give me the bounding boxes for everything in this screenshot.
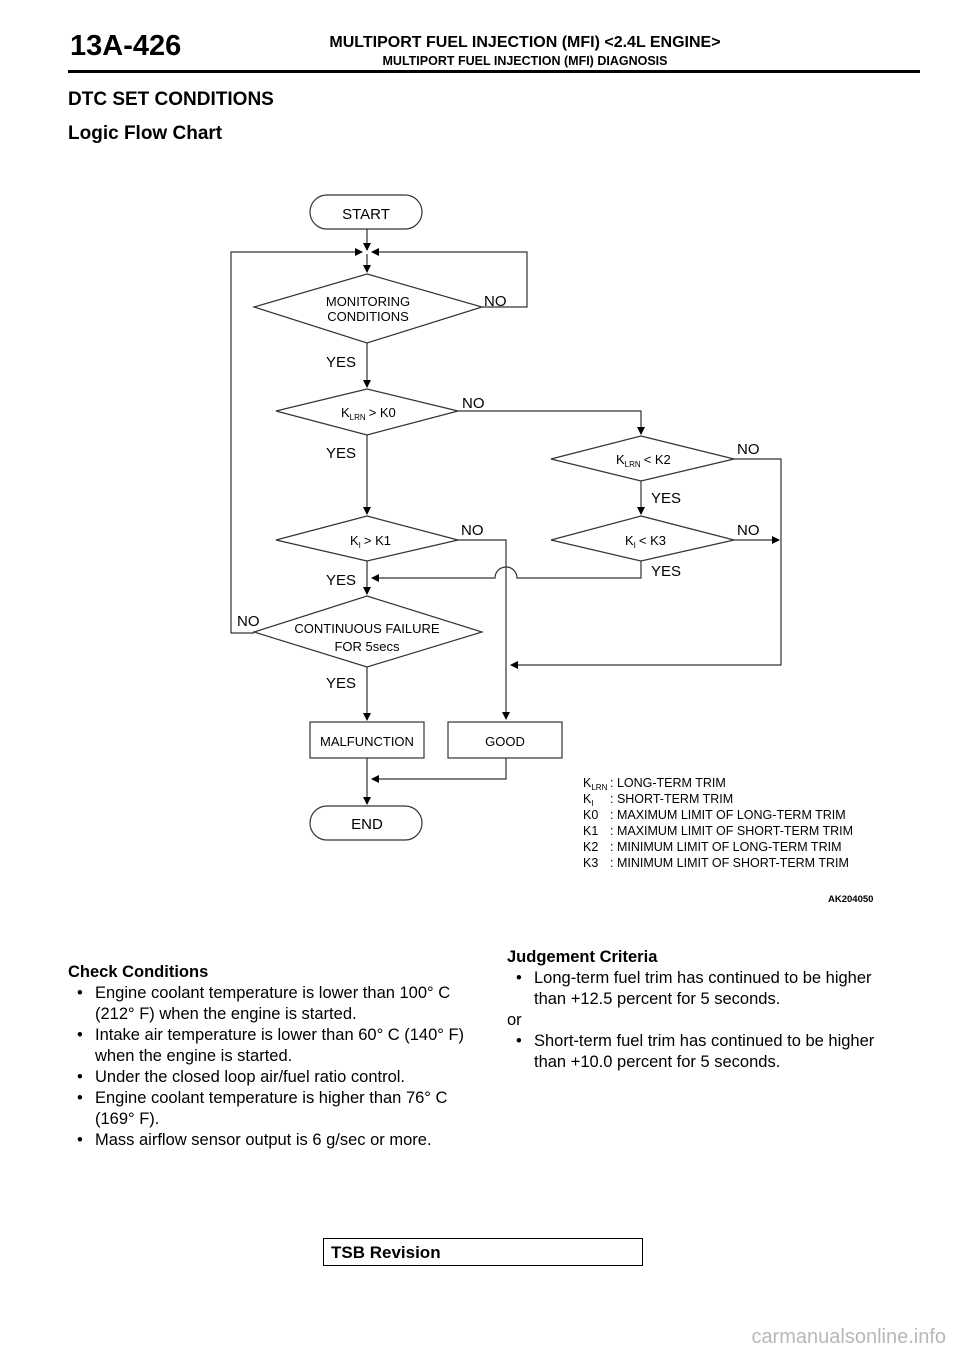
tsb-revision-box: TSB Revision <box>323 1238 643 1266</box>
list-item-text: Engine coolant temperature is lower than… <box>95 984 451 1023</box>
list-item: • Mass airflow sensor output is 6 g/sec o… <box>68 1130 478 1151</box>
yes-label-k2: YES <box>651 490 681 507</box>
legend-k-lrn-desc: : LONG-TERM TRIM <box>610 776 726 790</box>
arrow-continuous-no <box>230 248 363 634</box>
judgement-criteria-title: Judgement Criteria <box>507 948 658 966</box>
k-lrn-lt-k2-decision <box>550 435 735 482</box>
watermark: carmanualsonline.info <box>751 1326 946 1348</box>
arrow-monitoring-no <box>371 248 528 308</box>
k-i-lt-k3-decision <box>550 515 735 562</box>
continuous-label-1: CONTINUOUS FAILURE <box>294 621 440 636</box>
bullet-icon: • <box>77 1026 83 1044</box>
list-item: • Under the closed loop air/fuel ratio co… <box>68 1067 478 1088</box>
bullet-icon: • <box>77 1131 83 1149</box>
list-item: • Long-term fuel trim has continued to be… <box>507 968 907 1010</box>
logic-flow-chart: START MONITORING CONDITIONS KLRN> K0 KLR… <box>230 194 873 905</box>
k-i-gt-k1-label: KI> K1 <box>350 533 391 550</box>
k-i-gt-k1-decision <box>275 515 459 562</box>
no-label-k2: NO <box>737 441 760 458</box>
bullet-icon: • <box>516 1032 522 1050</box>
no-label-k3: NO <box>737 522 760 539</box>
arrow-good-end <box>371 758 507 783</box>
continuous-label-2: FOR 5secs <box>334 639 400 654</box>
good-label: GOOD <box>485 734 525 749</box>
start-label: START <box>342 206 390 223</box>
header-subtitle: MULTIPORT FUEL INJECTION (MFI) DIAGNOSIS <box>382 54 668 68</box>
legend-k1-symbol: K1 <box>583 824 598 838</box>
monitoring-label-1: MONITORING <box>326 294 410 309</box>
or-connector: or <box>507 1011 522 1029</box>
judgement-criteria-list-1: • Long-term fuel trim has continued to be… <box>507 968 907 1010</box>
legend-k2-symbol: K2 <box>583 840 598 854</box>
continuous-failure-decision <box>251 595 485 668</box>
header-title: MULTIPORT FUEL INJECTION (MFI) <2.4L ENG… <box>329 34 721 51</box>
yes-label-k0: YES <box>326 445 356 462</box>
no-label-continuous: NO <box>237 613 260 630</box>
no-label-k1: NO <box>461 522 484 539</box>
legend-k3-symbol: K3 <box>583 856 598 870</box>
monitoring-label-2: CONDITIONS <box>327 309 409 324</box>
check-conditions-list: • Engine coolant temperature is lower tha… <box>68 983 478 1151</box>
yes-label-k3: YES <box>651 563 681 580</box>
legend-k1-desc: : MAXIMUM LIMIT OF SHORT-TERM TRIM <box>610 824 853 838</box>
page-number: 13A-426 <box>70 30 182 62</box>
list-item-text: Mass airflow sensor output is 6 g/sec or… <box>95 1131 432 1149</box>
bullet-icon: • <box>516 969 522 987</box>
arrow-k0-no <box>458 410 645 435</box>
yes-label-k1: YES <box>326 572 356 589</box>
yes-label-continuous: YES <box>326 675 356 692</box>
end-terminal <box>309 805 423 841</box>
list-item-text: Under the closed loop air/fuel ratio con… <box>95 1068 406 1086</box>
legend-k-i-desc: : SHORT-TERM TRIM <box>610 792 733 806</box>
judgement-criteria-list-2: • Short-term fuel trim has continued to b… <box>507 1031 907 1073</box>
legend-k0-symbol: K0 <box>583 808 598 822</box>
judgement-criteria: Judgement Criteria • Long-term fuel trim … <box>507 947 907 1073</box>
start-terminal <box>309 194 423 230</box>
no-label-k0: NO <box>462 395 485 412</box>
flowchart-legend: KLRN : LONG-TERM TRIM KI : SHORT-TERM TR… <box>583 776 853 870</box>
check-conditions: Check Conditions • Engine coolant tempera… <box>68 962 478 1151</box>
k-lrn-gt-k0-decision <box>275 388 459 436</box>
legend-k2-desc: : MINIMUM LIMIT OF LONG-TERM TRIM <box>610 840 841 854</box>
list-item-text: Short-term fuel trim has continued to be… <box>534 1032 875 1071</box>
subsection-title: Logic Flow Chart <box>68 123 223 144</box>
monitoring-decision <box>251 273 485 344</box>
list-item: • Engine coolant temperature is lower tha… <box>68 983 478 1025</box>
list-item: • Short-term fuel trim has continued to b… <box>507 1031 907 1073</box>
check-conditions-title: Check Conditions <box>68 963 209 981</box>
legend-k3-desc: : MINIMUM LIMIT OF SHORT-TERM TRIM <box>610 856 849 870</box>
end-label: END <box>351 816 383 833</box>
figure-id: AK204050 <box>828 894 873 905</box>
list-item: • Intake air temperature is lower than 60… <box>68 1025 478 1067</box>
list-item: • Engine coolant temperature is higher th… <box>68 1088 478 1130</box>
section-title: DTC SET CONDITIONS <box>68 89 274 110</box>
list-item-text: Long-term fuel trim has continued to be … <box>534 969 872 1008</box>
list-item-text: Engine coolant temperature is higher tha… <box>95 1089 448 1128</box>
legend-k0-desc: : MAXIMUM LIMIT OF LONG-TERM TRIM <box>610 808 846 822</box>
k-lrn-lt-k2-label: KLRN< K2 <box>616 452 671 469</box>
k-lrn-gt-k0-label: KLRN> K0 <box>341 405 396 422</box>
arrow-k2-no <box>510 458 782 669</box>
k-i-lt-k3-label: KI< K3 <box>625 533 666 550</box>
legend-k-i-symbol: KI <box>583 792 594 808</box>
header-rule <box>68 70 920 73</box>
bullet-icon: • <box>77 984 83 1002</box>
bullet-icon: • <box>77 1089 83 1107</box>
list-item-text: Intake air temperature is lower than 60°… <box>95 1026 465 1065</box>
no-label-monitoring: NO <box>484 293 507 310</box>
bullet-icon: • <box>77 1068 83 1086</box>
malfunction-box <box>309 721 425 759</box>
arrow-k1-no <box>458 539 510 720</box>
malfunction-label: MALFUNCTION <box>320 734 414 749</box>
legend-k-lrn-symbol: KLRN <box>583 776 608 792</box>
good-box <box>447 721 563 759</box>
yes-label-monitoring: YES <box>326 354 356 371</box>
arrow-k3-yes <box>371 561 642 582</box>
